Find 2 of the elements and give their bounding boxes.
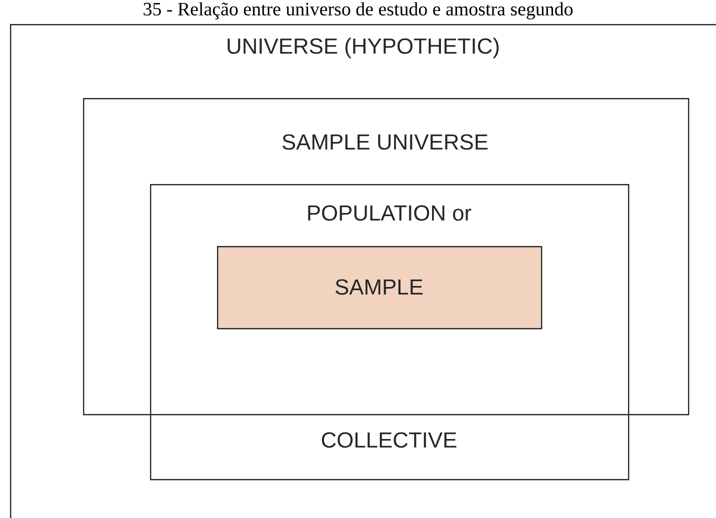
title: 35 - Relação entre universo de estudo e amostra segundo [144, 2, 573, 20]
sample-box: SAMPLE [217, 246, 542, 330]
